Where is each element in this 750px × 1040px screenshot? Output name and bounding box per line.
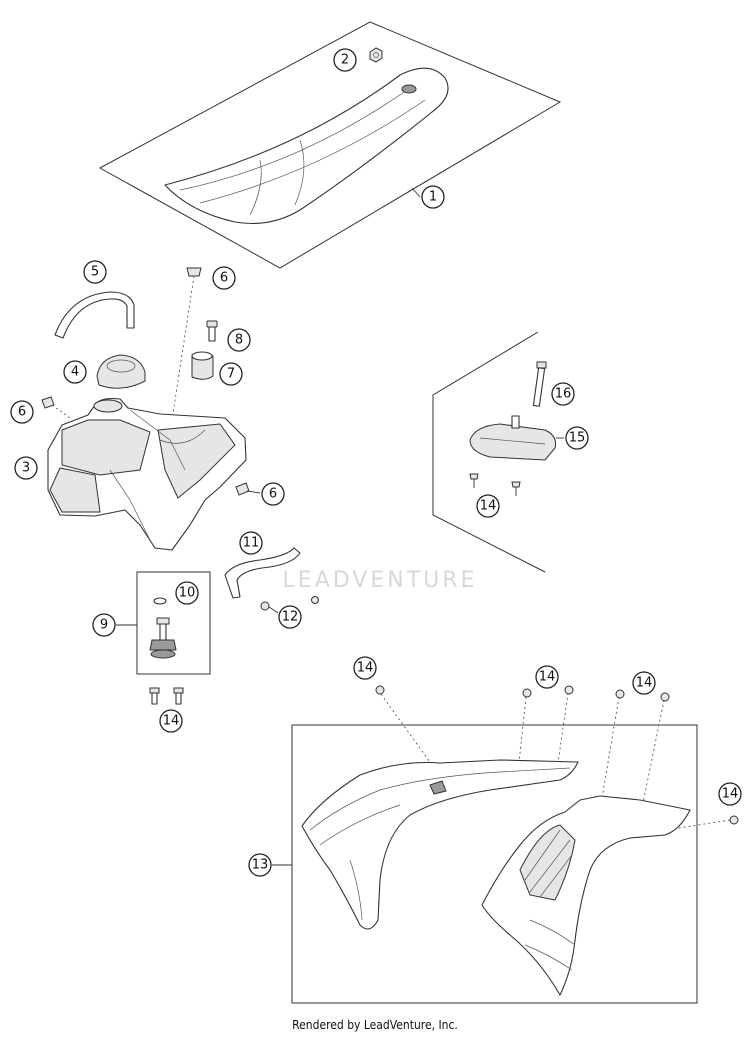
- callout-12: 12: [278, 605, 302, 629]
- seat-panel-frame: [98, 21, 562, 269]
- svg-text:9: 9: [100, 618, 108, 633]
- callout-14-panel-c: 14: [632, 671, 656, 695]
- fuel-tap[interactable]: [149, 617, 177, 659]
- callout-2: 2: [333, 48, 357, 72]
- o-ring[interactable]: [153, 597, 167, 605]
- callout-4: 4: [63, 360, 87, 384]
- svg-text:10: 10: [179, 586, 196, 601]
- screw-right[interactable]: [235, 482, 261, 496]
- plate-holder-screws[interactable]: [469, 473, 521, 496]
- callout-14-petcock: 14: [159, 709, 183, 733]
- plate-holder-group: [432, 331, 564, 573]
- fuel-hose[interactable]: [224, 547, 301, 599]
- callout-3: 3: [14, 456, 38, 480]
- svg-text:13: 13: [252, 858, 269, 873]
- callout-14-panel-b: 14: [535, 665, 559, 689]
- bolt-16[interactable]: [532, 361, 547, 407]
- svg-text:11: 11: [243, 536, 260, 551]
- callout-15: 15: [565, 426, 589, 450]
- svg-text:14: 14: [357, 661, 374, 676]
- svg-text:15: 15: [569, 431, 586, 446]
- callout-16: 16: [551, 382, 575, 406]
- breather-hose[interactable]: [54, 291, 135, 339]
- svg-text:14: 14: [163, 714, 180, 729]
- plate-holder[interactable]: [469, 423, 556, 461]
- callout-1: 1: [421, 185, 445, 209]
- callout-14-panel-d: 14: [718, 782, 742, 806]
- screw-left[interactable]: [41, 396, 71, 419]
- screw-top[interactable]: [171, 267, 202, 421]
- hose-clamp[interactable]: [260, 596, 319, 614]
- svg-text:8: 8: [235, 333, 243, 348]
- svg-text:14: 14: [636, 676, 653, 691]
- fuel-tank-group: [41, 267, 319, 614]
- svg-text:4: 4: [71, 365, 79, 380]
- callout-10: 10: [175, 581, 199, 605]
- svg-text:3: 3: [22, 461, 30, 476]
- svg-text:14: 14: [480, 499, 497, 514]
- callout-11: 11: [239, 531, 263, 555]
- svg-text:14: 14: [539, 670, 556, 685]
- callout-8: 8: [227, 328, 251, 352]
- callout-9: 9: [92, 613, 116, 637]
- svg-text:6: 6: [18, 405, 26, 420]
- svg-text:14: 14: [722, 787, 739, 802]
- svg-text:1: 1: [429, 190, 437, 205]
- right-side-panel[interactable]: [481, 795, 691, 996]
- svg-text:12: 12: [282, 610, 299, 625]
- side-panel-screws[interactable]: [375, 685, 739, 825]
- seat-nut[interactable]: [369, 47, 383, 63]
- svg-text:6: 6: [220, 271, 228, 286]
- svg-text:16: 16: [555, 387, 572, 402]
- callout-14-panel-a: 14: [353, 656, 377, 680]
- callout-6-top: 6: [212, 266, 236, 290]
- seat-group: [98, 21, 562, 269]
- seat[interactable]: [164, 67, 449, 225]
- left-side-panel[interactable]: [301, 759, 579, 930]
- callout-6-right: 6: [261, 482, 285, 506]
- svg-text:6: 6: [269, 487, 277, 502]
- side-panels-group: [272, 685, 739, 1004]
- svg-text:2: 2: [341, 53, 349, 68]
- callout-5: 5: [83, 260, 107, 284]
- petcock-frame: [136, 571, 211, 675]
- petcock-group: [116, 571, 211, 705]
- bolt-8[interactable]: [206, 320, 218, 342]
- callout-14-plate: 14: [476, 494, 500, 518]
- svg-text:5: 5: [91, 265, 99, 280]
- petcock-screws[interactable]: [149, 687, 184, 705]
- side-panels-frame: [291, 724, 698, 1004]
- plate-holder-frame: [432, 331, 546, 573]
- callout-7: 7: [219, 362, 243, 386]
- callout-13: 13: [248, 853, 272, 877]
- svg-text:7: 7: [227, 367, 235, 382]
- callout-6-left: 6: [10, 400, 34, 424]
- footer-credit: Rendered by LeadVenture, Inc.: [292, 1018, 458, 1032]
